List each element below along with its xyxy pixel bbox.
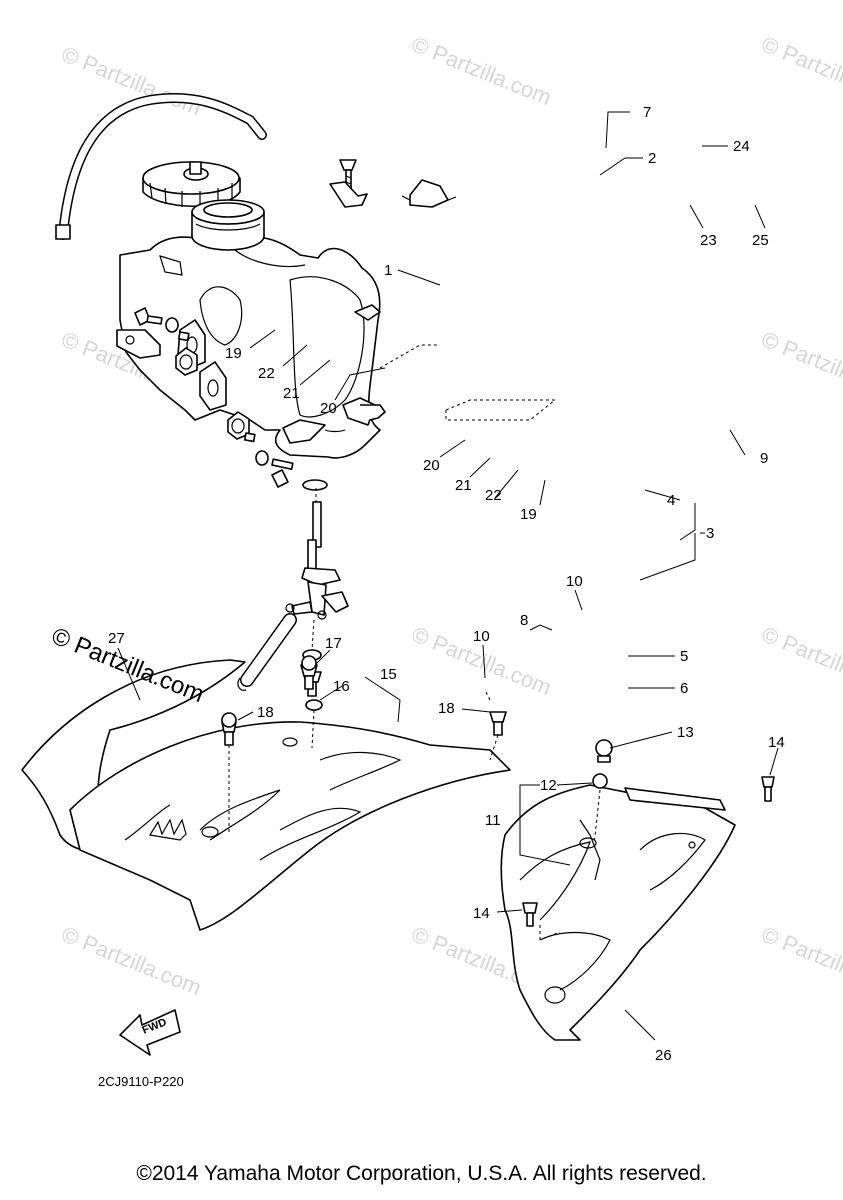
parts-diagram: © Partzilla.com © Partzilla.com © Partzi…	[21, 31, 843, 1089]
callout-19a: 19	[225, 345, 242, 362]
callout-10a: 10	[566, 573, 583, 590]
callout-8: 8	[520, 612, 528, 629]
callout-12: 12	[540, 777, 557, 794]
callout-13: 13	[677, 724, 694, 741]
callout-27: 27	[108, 630, 125, 647]
callout-23: 23	[700, 232, 717, 249]
tank-bracket-illustration	[329, 159, 457, 208]
watermark: © Partzilla.com	[58, 921, 205, 1000]
callout-18b: 18	[438, 700, 455, 717]
callout-14b: 14	[473, 905, 490, 922]
callout-22b: 22	[485, 487, 502, 504]
callout-6: 6	[680, 680, 688, 697]
callout-20b: 20	[423, 457, 440, 474]
callout-5: 5	[680, 648, 688, 665]
callout-9: 9	[760, 450, 768, 467]
mount-hardware-lower	[227, 411, 294, 488]
watermark: © Partzilla.com	[758, 326, 843, 405]
callout-11: 11	[485, 812, 501, 829]
breather-hose-illustration	[55, 93, 267, 240]
tank-cap-illustration	[142, 161, 241, 207]
callout-15: 15	[380, 666, 397, 683]
callout-19b: 19	[520, 506, 537, 523]
copyright-notice: ©2014 Yamaha Motor Corporation, U.S.A. A…	[136, 1162, 707, 1185]
callout-1: 1	[384, 262, 392, 279]
callout-2: 2	[648, 150, 656, 167]
fastener-illustrations	[221, 655, 775, 927]
callout-24: 24	[733, 138, 750, 155]
callout-16: 16	[333, 678, 350, 695]
watermark: © Partzilla.com	[758, 31, 843, 110]
callout-17: 17	[325, 635, 342, 652]
callout-10b: 10	[473, 628, 490, 645]
callout-26: 26	[655, 1047, 672, 1064]
callout-21a: 21	[283, 385, 300, 402]
callout-labels: 7 2 24 23 25 1 19 22 21 20 20 21 22 19 9…	[108, 104, 785, 1064]
callout-20a: 20	[320, 400, 337, 417]
watermark: © Partzilla.com	[758, 921, 843, 1000]
callout-7: 7	[643, 104, 651, 121]
callout-22a: 22	[258, 365, 275, 382]
fuel-cock-illustration	[291, 479, 349, 697]
forward-arrow-icon: FWD	[119, 1009, 181, 1056]
fuel-hose-illustration	[237, 603, 297, 691]
side-cover-left-illustration	[500, 784, 736, 1041]
diagram-code: 2CJ9110-P220	[98, 1074, 184, 1089]
callout-4: 4	[667, 492, 675, 509]
leader-lines	[117, 111, 779, 1041]
callout-21b: 21	[455, 477, 472, 494]
watermark: © Partzilla.com	[758, 621, 843, 700]
mount-hardware-upper	[134, 307, 198, 376]
side-cover-right-illustration	[69, 721, 511, 931]
watermark: © Partzilla.com	[408, 31, 555, 110]
callout-3: 3	[706, 525, 714, 542]
tank-pad-illustration	[342, 397, 386, 426]
callout-14a: 14	[768, 734, 785, 751]
callout-18a: 18	[257, 704, 274, 721]
callout-25: 25	[752, 232, 769, 249]
